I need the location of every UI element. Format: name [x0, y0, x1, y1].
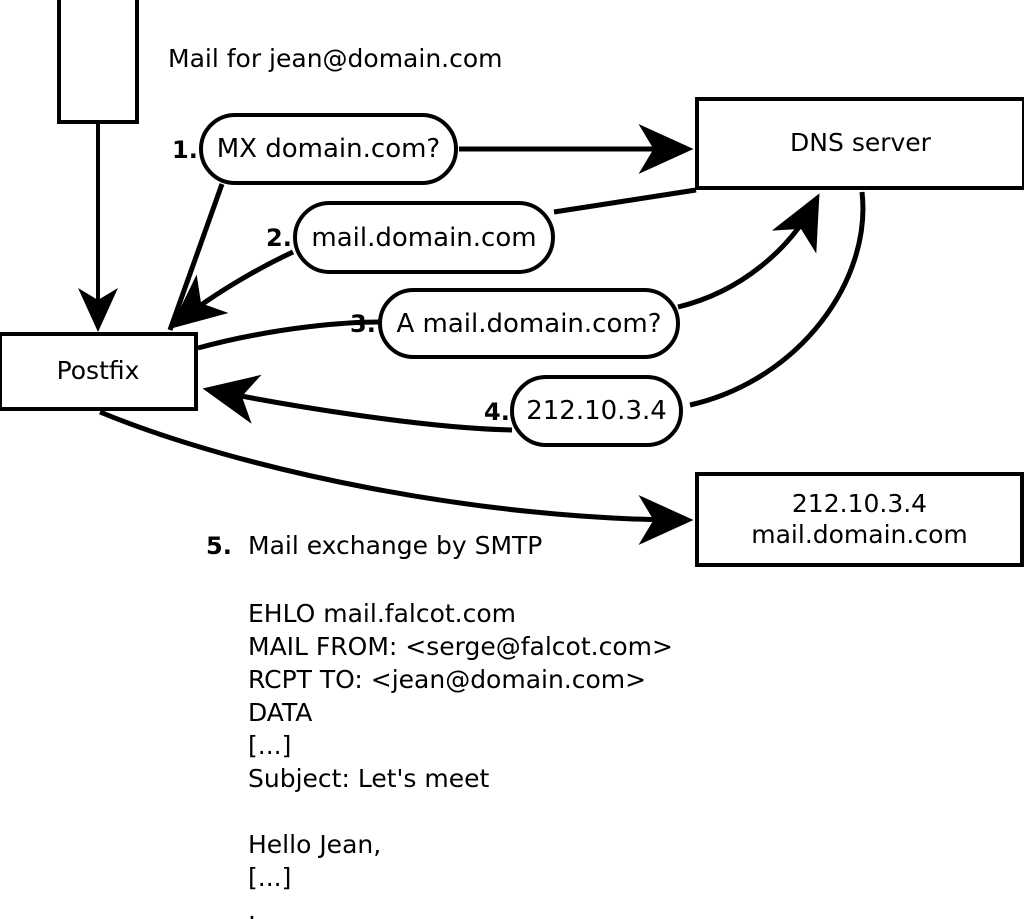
step-2-number: 2. — [266, 224, 292, 252]
postfix-box[interactable]: Postfix — [0, 332, 198, 411]
step-4-number: 4. — [484, 398, 510, 426]
connector-step4-to-postfix — [202, 374, 513, 433]
step-2-pill[interactable]: mail.domain.com — [293, 201, 555, 274]
step-1-label: MX domain.com? — [216, 134, 441, 164]
mail-server-ip: 212.10.3.4 — [791, 489, 928, 518]
step-3-pill[interactable]: A mail.domain.com? — [378, 288, 680, 359]
mail-for-label: Mail for jean@domain.com — [168, 44, 503, 73]
step-4-label: 212.10.3.4 — [526, 396, 667, 426]
step-5-label: Mail exchange by SMTP — [248, 531, 543, 560]
smtp-transcript: EHLO mail.falcot.com MAIL FROM: <serge@f… — [248, 599, 673, 919]
step-1-number: 1. — [172, 136, 198, 164]
postfix-box-label: Postfix — [56, 356, 140, 386]
step-3-number: 3. — [350, 310, 376, 338]
step-5-number: 5. — [206, 532, 232, 560]
sender-box[interactable] — [57, 0, 139, 124]
step-4-pill[interactable]: 212.10.3.4 — [510, 375, 683, 447]
connector-step3-to-dns — [677, 193, 820, 310]
step-3-label: A mail.domain.com? — [396, 308, 662, 339]
dns-server-box[interactable]: DNS server — [695, 97, 1024, 190]
dns-server-box-label: DNS server — [790, 128, 931, 158]
step-1-pill[interactable]: MX domain.com? — [199, 113, 458, 185]
connector-step2-to-postfix — [170, 249, 295, 329]
connector-dns-to-step2 — [553, 187, 697, 215]
mail-server-box[interactable]: 212.10.3.4 mail.domain.com — [695, 472, 1024, 567]
mail-server-hostname: mail.domain.com — [751, 519, 968, 549]
step-2-label: mail.domain.com — [311, 222, 537, 253]
connector-dns-to-step4 — [689, 191, 866, 408]
connector-postfix-to-step3 — [197, 319, 381, 351]
connector-postfix-to-mailserver — [99, 409, 694, 545]
